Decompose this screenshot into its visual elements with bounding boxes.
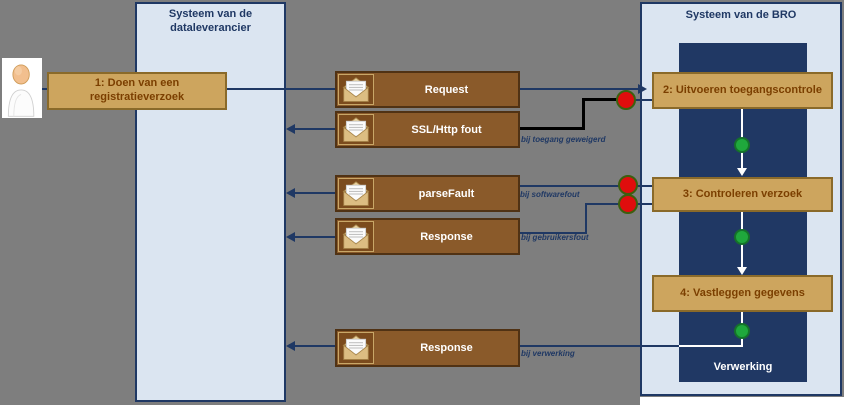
envelope-icon xyxy=(338,114,374,145)
arrowhead-left-icon xyxy=(286,188,295,198)
lane-dataleverancier xyxy=(135,2,286,402)
arrowhead-left-icon xyxy=(286,124,295,134)
arrowhead-left-icon xyxy=(286,341,295,351)
condition-verwerking: bij verwerking xyxy=(521,349,575,358)
reject-line-vertical xyxy=(585,203,587,234)
access-error-connector xyxy=(630,99,652,101)
reject-return-line xyxy=(293,236,335,238)
ssl-error-path-bottom xyxy=(520,127,585,130)
message-label: SSL/Http fout xyxy=(411,123,482,136)
step-label: 4: Vastleggen gegevens xyxy=(680,286,805,299)
reject-line-left xyxy=(520,232,587,234)
message-label: Response xyxy=(420,342,473,354)
message-box-response-reject: Response xyxy=(335,218,520,255)
envelope-icon xyxy=(338,221,374,252)
processing-label: Verwerking xyxy=(713,361,773,373)
arrowhead-down-icon xyxy=(737,267,747,275)
step-label: 1: Doen van een registratieverzoek xyxy=(89,77,185,103)
success-dot-1 xyxy=(734,137,750,153)
envelope-icon xyxy=(338,332,374,364)
parsefault-return-line xyxy=(293,192,335,194)
success-dot-3 xyxy=(734,323,750,339)
message-label: parseFault xyxy=(418,187,475,200)
condition-gebruikersfout: bij gebruikersfout xyxy=(521,233,589,242)
message-box-parsefault: parseFault xyxy=(335,175,520,212)
arrowhead-right-icon xyxy=(638,84,647,94)
step-box-1: 1: Doen van een registratieverzoek xyxy=(47,72,227,110)
arrowhead-left-icon xyxy=(286,232,295,242)
step-box-4: 4: Vastleggen gegevens xyxy=(652,275,833,312)
step-label: 3: Controleren verzoek xyxy=(682,187,803,200)
step-box-2: 2: Uitvoeren toegangscontrole xyxy=(652,72,833,109)
parsefault-line xyxy=(520,185,652,187)
message-box-request: Request xyxy=(335,71,520,108)
envelope-icon xyxy=(338,74,374,105)
error-dot-access xyxy=(616,90,636,110)
person-icon xyxy=(2,58,42,118)
final-response-line-white xyxy=(679,345,743,347)
message-label: Response xyxy=(420,230,473,243)
ssl-return-line xyxy=(293,128,335,130)
success-dot-2 xyxy=(734,229,750,245)
arrowhead-down-icon xyxy=(737,168,747,176)
error-dot-software xyxy=(618,175,638,195)
condition-softwarefout: bij softwarefout xyxy=(520,190,580,199)
message-box-response-final: Response xyxy=(335,329,520,367)
error-dot-user xyxy=(618,194,638,214)
message-label: Request xyxy=(424,83,469,96)
step-label: 2: Uitvoeren toegangscontrole xyxy=(663,83,822,96)
lane-title-bro: Systeem van de BRO xyxy=(685,9,797,21)
message-box-ssl-fout: SSL/Http fout xyxy=(335,111,520,148)
ssl-error-path-top xyxy=(582,98,628,101)
envelope-icon xyxy=(338,178,374,209)
lane-title-dataleverancier: Systeem van de dataleverancier xyxy=(168,8,253,35)
bottom-margin xyxy=(640,397,844,405)
condition-toegang-geweigerd: bij toegang geweigerd xyxy=(521,135,606,144)
ssl-error-path-vertical xyxy=(582,98,585,130)
step-box-3: 3: Controleren verzoek xyxy=(652,177,833,212)
